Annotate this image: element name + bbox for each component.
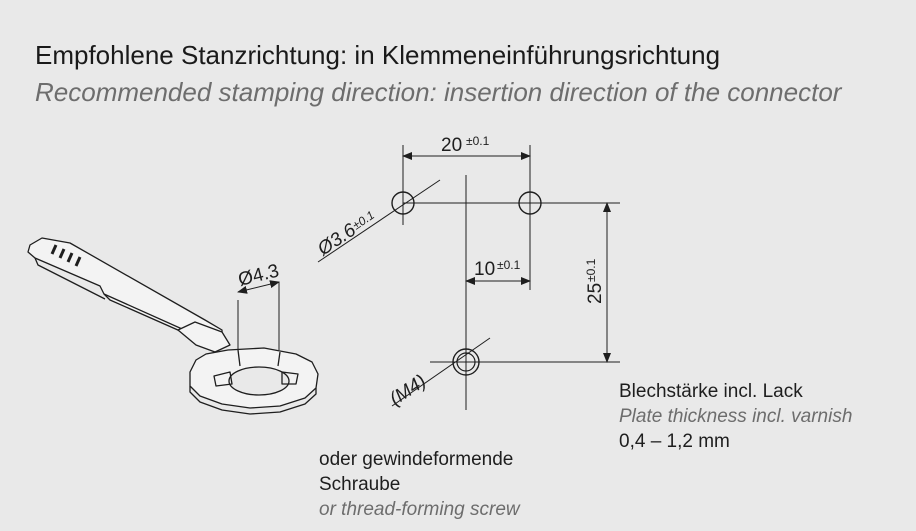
connector-diameter-label: Ø4.3 [236, 261, 281, 291]
connector-diameter-dimension [237, 280, 280, 350]
width-dimension-value: 20 [441, 135, 462, 156]
hole-top-left [391, 191, 415, 215]
hole-bottom-outer [452, 348, 480, 376]
plate-note-german: Blechstärke incl. Lack [619, 381, 803, 402]
plate-note-english: Plate thickness incl. varnish [619, 406, 853, 427]
offset-dimension-tolerance: ±0.1 [497, 258, 521, 272]
screw-note-line2: Schraube [319, 474, 401, 495]
connector-neck [177, 321, 231, 353]
hole-top-right [518, 191, 542, 215]
hole-pattern [317, 145, 620, 410]
title-german: Empfohlene Stanzrichtung: in Klemmeneinf… [35, 40, 721, 70]
connector-ring-side [237, 349, 281, 367]
connector-hole [228, 366, 290, 396]
width-dimension-tolerance: ±0.1 [466, 134, 490, 148]
hole-bottom-inner [456, 352, 476, 372]
connector-hole-flats [213, 371, 299, 387]
screw-note: oder gewindeformende Schraube or thread-… [319, 447, 520, 522]
height-dimension-tolerance: ±0.1 [584, 258, 598, 282]
thread-leader [391, 337, 491, 407]
connector-serrations [50, 244, 82, 267]
connector-ring-thickness [189, 386, 317, 415]
offset-dimension-value: 10 [474, 259, 495, 280]
plate-thickness-note: Blechstärke incl. Lack Plate thickness i… [619, 379, 852, 454]
hole-diameter-leader [317, 179, 441, 263]
title-english: Recommended stamping direction: insertio… [35, 77, 842, 107]
screw-note-english: or thread-forming screw [319, 499, 520, 520]
height-dimension-value: 25 [585, 283, 606, 304]
screw-note-line1: oder gewindeformende [319, 449, 514, 470]
thread-label: (M4) [386, 371, 430, 410]
plate-thickness-range: 0,4 – 1,2 mm [619, 431, 730, 452]
